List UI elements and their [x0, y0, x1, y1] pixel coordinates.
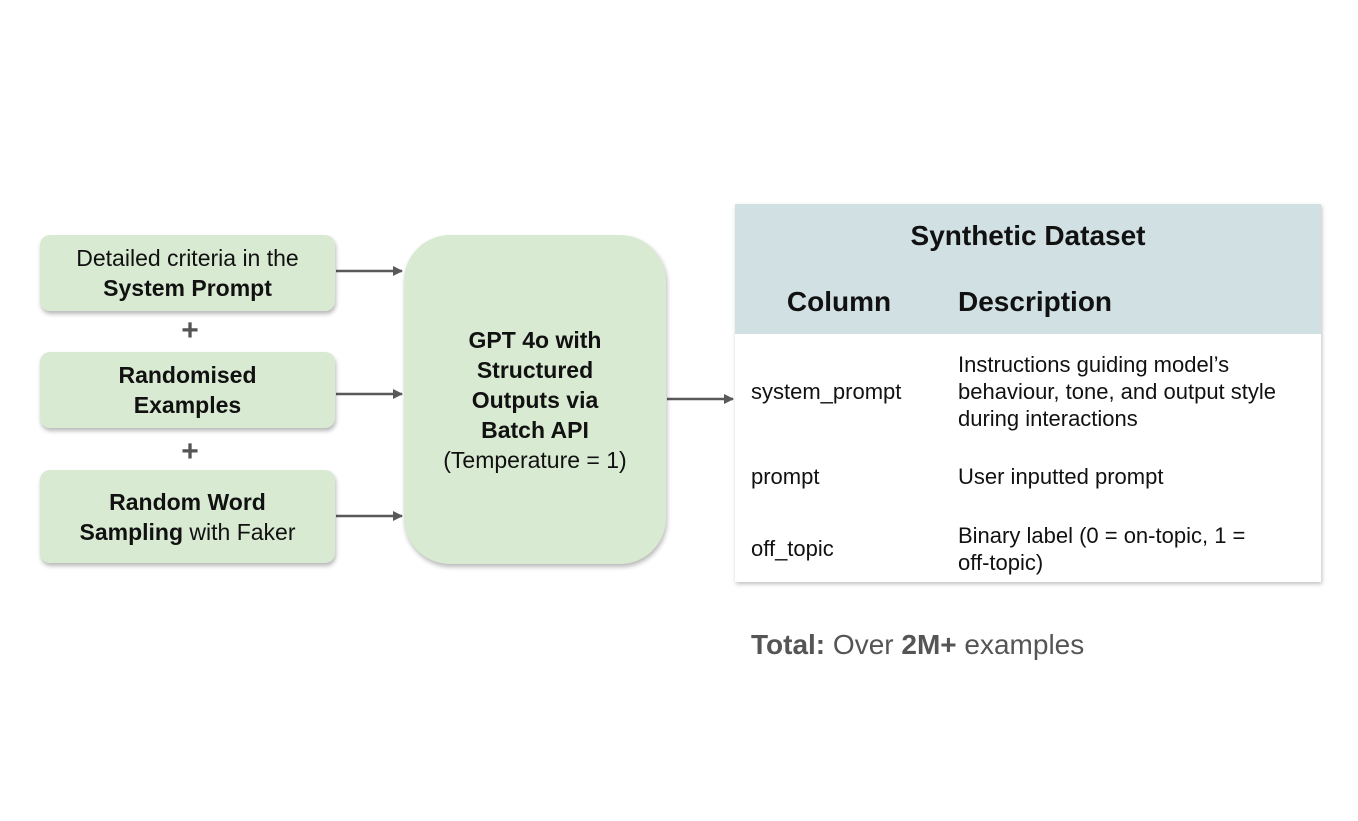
row-system-prompt-desc-line1: Instructions guiding model’s — [958, 352, 1230, 377]
total-value: 2M+ — [901, 629, 957, 660]
model-line3: Outputs via — [471, 386, 599, 413]
plus-sign-2: + — [181, 435, 199, 468]
row-system-prompt-column: system_prompt — [751, 379, 902, 404]
row-prompt-column: prompt — [751, 464, 820, 489]
input-randomised-examples-line2: Examples — [133, 392, 242, 418]
input-random-word-box: Random Word Sampling with Faker — [40, 470, 335, 563]
dataset-header: Synthetic Dataset Column Description — [735, 204, 1321, 334]
input-random-word-line1: Random Word — [109, 488, 266, 515]
plus-sign-1: + — [181, 314, 199, 347]
dataset-title: Synthetic Dataset — [910, 220, 1146, 251]
row-off-topic-desc-line1: Binary label (0 = on-topic, 1 = — [958, 523, 1246, 548]
input-randomised-examples-line1: Randomised — [118, 362, 257, 388]
total-label: Total: — [751, 629, 826, 660]
dataset-table: Synthetic Dataset Column Description sys… — [735, 204, 1321, 582]
model-box: GPT 4o with Structured Outputs via Batch… — [404, 235, 666, 564]
input-system-prompt-box: Detailed criteria in the System Prompt — [40, 235, 335, 311]
input-random-word-line2-rest: with Faker — [183, 518, 296, 545]
model-line4: Batch API — [481, 416, 589, 443]
model-line2: Structured — [476, 356, 594, 383]
row-system-prompt-desc-line2: behaviour, tone, and output style — [958, 379, 1277, 404]
input-system-prompt-line2: System Prompt — [103, 275, 272, 301]
row-off-topic-column: off_topic — [751, 536, 834, 561]
input-randomised-examples-box: Randomised Examples — [40, 352, 335, 428]
column-header: Column — [786, 286, 892, 317]
row-system-prompt-description: Instructions guiding model’s behaviour, … — [958, 351, 1308, 432]
row-prompt-desc-line1: User inputted prompt — [958, 464, 1164, 489]
total-pre: Over — [825, 629, 902, 660]
row-prompt-description: User inputted prompt — [958, 463, 1308, 490]
total-summary: Total: Over 2M+ examples — [751, 629, 1084, 661]
input-system-prompt-line1: Detailed criteria in the — [76, 245, 299, 271]
row-off-topic-description: Binary label (0 = on-topic, 1 = off-topi… — [958, 522, 1308, 576]
description-header: Description — [958, 286, 1113, 317]
input-random-word-line2: Sampling with Faker — [80, 517, 296, 547]
model-line1: GPT 4o with — [468, 326, 602, 353]
row-off-topic-desc-line2: off-topic) — [958, 550, 1044, 575]
input-random-word-line2-bold: Sampling — [79, 518, 184, 545]
row-system-prompt-desc-line3: during interactions — [958, 406, 1138, 431]
total-post: examples — [956, 629, 1085, 660]
model-line5: (Temperature = 1) — [443, 446, 627, 473]
